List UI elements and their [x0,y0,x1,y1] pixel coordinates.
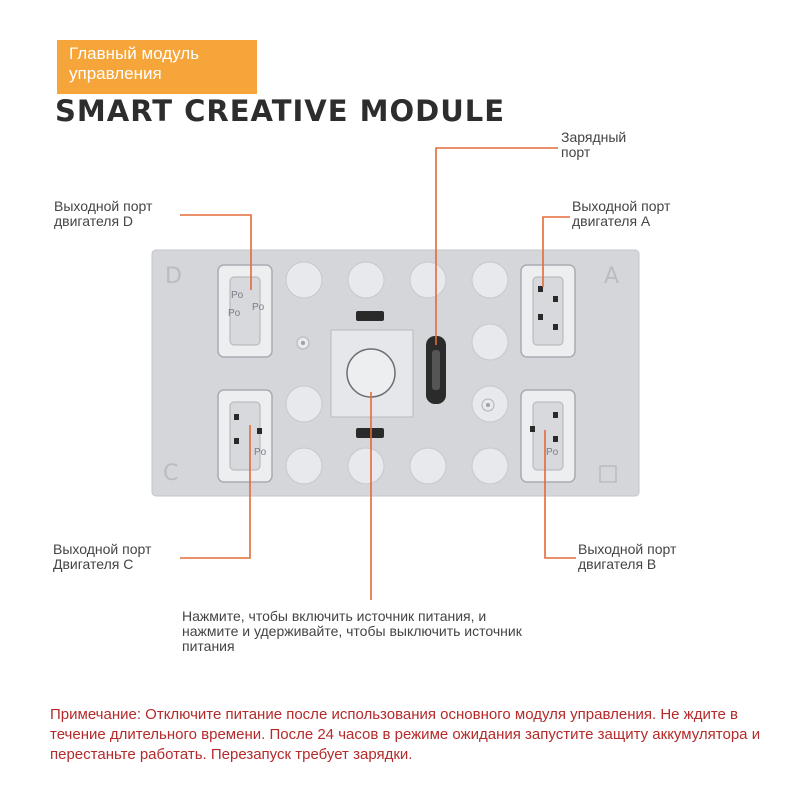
product-title: SMART CREATIVE MODULE [55,94,506,128]
stud [285,385,323,423]
leader-charging-port [435,147,558,345]
stud [285,261,323,299]
marking-letter-a: A [604,264,619,289]
indicator-top [356,311,384,321]
stud [471,261,509,299]
indicator-bottom [356,428,384,438]
power-button [346,348,396,398]
stud [285,447,323,485]
screw [301,341,305,345]
stud [471,323,509,361]
label-port-a: Выходной порт двигателя A [572,198,671,229]
pin-label: Po [228,308,241,319]
marking-letter-c: C [163,461,178,486]
label-charging-port: Зарядный порт [561,129,627,160]
marking-letter-d: D [165,264,182,289]
label-port-d: Выходной порт двигателя D [54,198,153,229]
label-port-b: Выходной порт двигателя B [578,541,677,572]
pin-label: Po [252,302,265,313]
leader-port-b [544,430,576,559]
label-port-c: Выходной порт Двигателя C [53,541,152,572]
stud [347,261,385,299]
label-power-button: Нажмите, чтобы включить источник питания… [182,608,522,654]
module-title-badge: Главный модуль управления [57,40,257,94]
pin-label: Po [231,290,244,301]
stud [409,261,447,299]
pin-label: Po [254,447,267,458]
screw [486,403,490,407]
stud [409,447,447,485]
leader-port-a [542,216,570,287]
motor-port-b: Po [520,389,576,483]
leader-port-c [180,425,251,559]
motor-port-a [520,264,576,358]
stud [347,447,385,485]
motor-port-c: Po [217,389,273,483]
leader-port-d [180,214,252,290]
pin-label: Po [546,447,559,458]
stud [471,447,509,485]
marking-square [599,465,617,483]
motor-port-d: Po Po Po [217,264,273,358]
warning-note: Примечание: Отключите питание после испо… [50,706,761,763]
